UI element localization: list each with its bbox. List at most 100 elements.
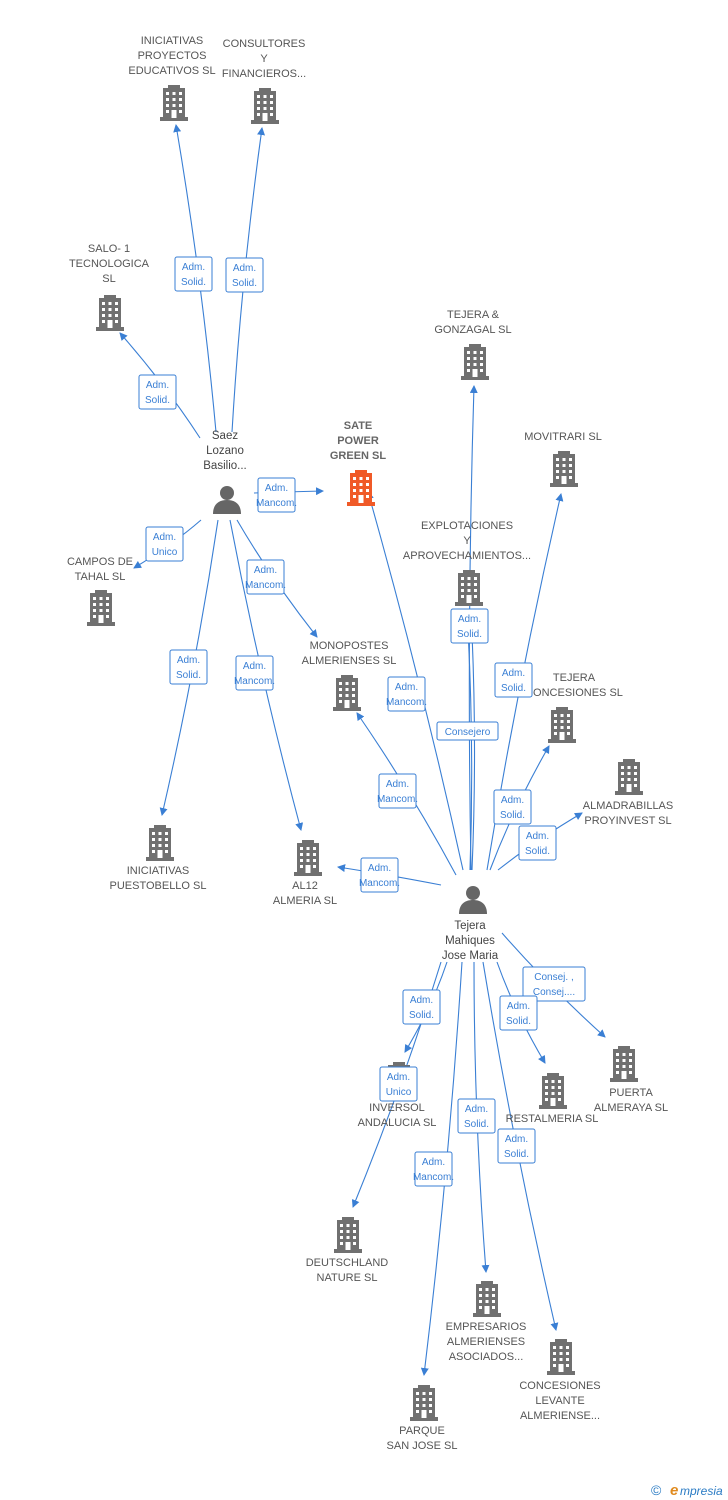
node-label: PROYINVEST SL (584, 815, 671, 827)
edge-label-text: Adm. (422, 1157, 445, 1168)
node-label: ANDALUCIA SL (358, 1117, 437, 1129)
edge-label[interactable]: Adm.Unico (145, 526, 184, 562)
edge-label[interactable]: Adm.Solid. (497, 1128, 536, 1164)
edge-label[interactable]: Consejero (436, 721, 499, 741)
edge-label-box (225, 257, 264, 293)
node-label: AL12 (292, 880, 318, 892)
edge-label-text: Solid. (457, 629, 482, 640)
edge-label[interactable]: Adm.Solid. (169, 649, 208, 685)
edge-label[interactable]: Adm.Unico (379, 1066, 418, 1102)
edge-label[interactable]: Adm.Solid. (493, 789, 532, 825)
edge-label-box (145, 526, 184, 562)
edge-label-box (499, 995, 538, 1031)
node-label: ALMERIENSE... (520, 1410, 600, 1422)
edge-label-text: Adm. (507, 1001, 530, 1012)
edge-label[interactable]: Adm.Solid. (494, 662, 533, 698)
edge-label[interactable]: Adm.Mancom. (377, 773, 418, 809)
node-label: POWER (337, 435, 379, 447)
node-restalmeria[interactable]: RESTALMERIA SL (506, 1073, 599, 1125)
edge-label-text: Solid. (506, 1016, 531, 1027)
edge-label-text: Adm. (233, 263, 256, 274)
edge-label[interactable]: Adm.Solid. (402, 989, 441, 1025)
node-label: PROYECTOS (138, 50, 207, 62)
node-label: TAHAL SL (75, 571, 126, 583)
node-consultores[interactable]: CONSULTORESYFINANCIEROS... (222, 38, 306, 124)
building-icon (473, 1281, 501, 1317)
edge-label-text: Solid. (409, 1010, 434, 1021)
node-label: MOVITRARI SL (524, 431, 602, 443)
edge-label-box (360, 857, 399, 893)
edge-label[interactable]: Adm.Mancom. (245, 559, 286, 595)
edge-label[interactable]: Adm. Solid. (499, 995, 538, 1031)
node-empresarios[interactable]: EMPRESARIOSALMERIENSESASOCIADOS... (446, 1281, 527, 1363)
copyright-symbol: © (651, 1482, 662, 1498)
footer-brand[interactable]: © e mpresia (651, 1482, 723, 1499)
node-label: GREEN SL (330, 450, 387, 462)
node-concesiones_lev[interactable]: CONCESIONESLEVANTEALMERIENSE... (519, 1339, 601, 1422)
edge-label[interactable]: Adm.Mancom. (413, 1151, 454, 1187)
edge-label[interactable]: Consej. , Consej.... (522, 966, 586, 1002)
node-tejera_gonz[interactable]: TEJERA &GONZAGAL SL (434, 309, 512, 380)
building-icon (334, 1217, 362, 1253)
edge-label-box (387, 676, 426, 712)
edge-label[interactable]: Adm.Mancom. (359, 857, 400, 893)
building-icon (333, 675, 361, 711)
edge-label-box (518, 825, 557, 861)
edge-label[interactable]: Adm.Mancom. (234, 655, 275, 691)
node-label: Jose Maria (442, 950, 499, 962)
edge-label-box (246, 559, 285, 595)
node-movitrari[interactable]: MOVITRARI SL (524, 431, 602, 487)
node-saez[interactable]: SaezLozanoBasilio... (203, 430, 247, 514)
node-label: PARQUE (399, 1425, 445, 1437)
building-icon (410, 1385, 438, 1421)
edge-label-text: Adm. (387, 1072, 410, 1083)
edge-label-text: Adm. (386, 779, 409, 790)
edge-label[interactable]: Adm.Solid. (457, 1098, 496, 1134)
edge-label-text: Adm. (395, 682, 418, 693)
edge-label-text: Adm. (458, 614, 481, 625)
edge-label[interactable]: Adm. Solid. (450, 608, 489, 644)
edge-label-box (379, 1066, 418, 1102)
node-label: ASOCIADOS... (449, 1351, 524, 1363)
edge-label-box (457, 1098, 496, 1134)
edge-label[interactable]: Adm.Solid. (138, 374, 177, 410)
edge-label[interactable]: Adm.Solid. (518, 825, 557, 861)
edge-label-box (174, 256, 213, 292)
edge-label-text: Adm. (177, 655, 200, 666)
edge-label-text: Consej. , (534, 972, 573, 983)
edge-tejera_p-explotaciones (463, 611, 473, 871)
node-label: APROVECHAMIENTOS... (403, 550, 531, 562)
node-label: TEJERA & (447, 309, 500, 321)
edge-label[interactable]: Adm.Solid. (225, 257, 264, 293)
edge-label[interactable]: Adm.Solid. (174, 256, 213, 292)
edge-label-text: Mancom. (256, 498, 297, 509)
edge-label-text: Solid. (181, 277, 206, 288)
edge-label-text: Consej.... (533, 987, 575, 998)
edge-label[interactable]: Adm.Mancom. (386, 676, 427, 712)
edge-label-box (493, 789, 532, 825)
edge-label-box (450, 608, 489, 644)
node-label: DEUTSCHLAND (306, 1257, 389, 1269)
edge-label-text: Unico (152, 547, 178, 558)
node-label: PUESTOBELLO SL (109, 880, 206, 892)
node-explotaciones[interactable]: EXPLOTACIONESYAPROVECHAMIENTOS... (403, 520, 531, 606)
edge-label[interactable]: Adm.Mancom. (256, 477, 297, 513)
edge-tejera_p-explotaciones (467, 611, 476, 871)
node-label: INICIATIVAS (141, 35, 204, 47)
edge-label-text: Adm. (502, 668, 525, 679)
node-label: LEVANTE (535, 1395, 584, 1407)
